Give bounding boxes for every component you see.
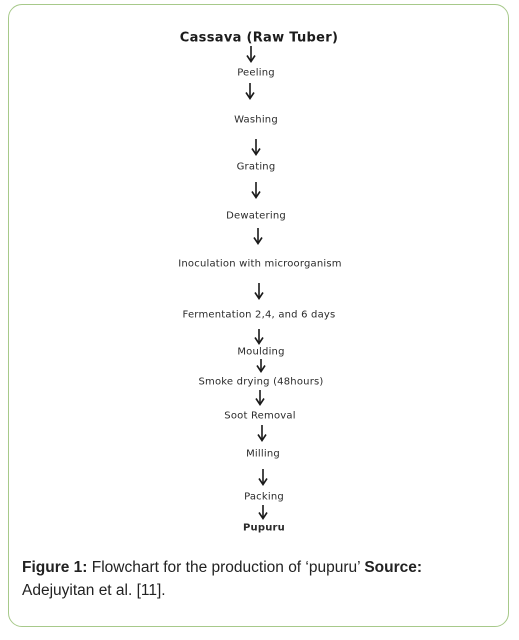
arrow-down-icon — [253, 228, 263, 245]
arrow-down-icon — [256, 359, 266, 373]
arrow-down-icon — [257, 425, 267, 442]
figure-frame — [8, 4, 509, 627]
arrow-down-icon — [254, 329, 264, 345]
step-pupuru: Pupuru — [243, 522, 285, 534]
figure-caption: Figure 1: Flowchart for the production o… — [22, 556, 492, 602]
arrow-down-icon — [258, 505, 268, 520]
arrow-down-icon — [251, 182, 261, 199]
caption-text: Flowchart for the production of ‘pupuru’ — [87, 559, 365, 576]
arrow-down-icon — [251, 139, 261, 156]
step-dewatering: Dewatering — [226, 210, 286, 222]
arrow-down-icon — [255, 390, 265, 406]
arrow-down-icon — [245, 83, 255, 100]
step-grating: Grating — [236, 161, 276, 173]
step-packing: Packing — [244, 491, 284, 503]
step-smoke-drying: Smoke drying (48hours) — [198, 376, 324, 388]
step-moulding: Moulding — [237, 346, 285, 358]
step-peeling: Peeling — [237, 67, 275, 79]
figure-label: Figure 1: — [22, 559, 88, 576]
source-text: Adejuyitan et al. [11]. — [22, 582, 166, 599]
arrow-down-icon — [246, 46, 256, 63]
step-cassava-raw-tuber: Cassava (Raw Tuber) — [179, 30, 339, 46]
arrow-down-icon — [258, 469, 268, 486]
step-fermentation: Fermentation 2,4, and 6 days — [182, 309, 336, 321]
flowchart: Cassava (Raw Tuber) Peeling Washing Grat… — [178, 30, 342, 534]
step-washing: Washing — [234, 114, 278, 126]
step-milling: Milling — [246, 448, 280, 460]
arrow-down-icon — [254, 283, 264, 300]
step-inoculation: Inoculation with microorganism — [178, 258, 342, 270]
source-label: Source: — [364, 559, 423, 576]
step-soot-removal: Soot Removal — [224, 410, 296, 422]
